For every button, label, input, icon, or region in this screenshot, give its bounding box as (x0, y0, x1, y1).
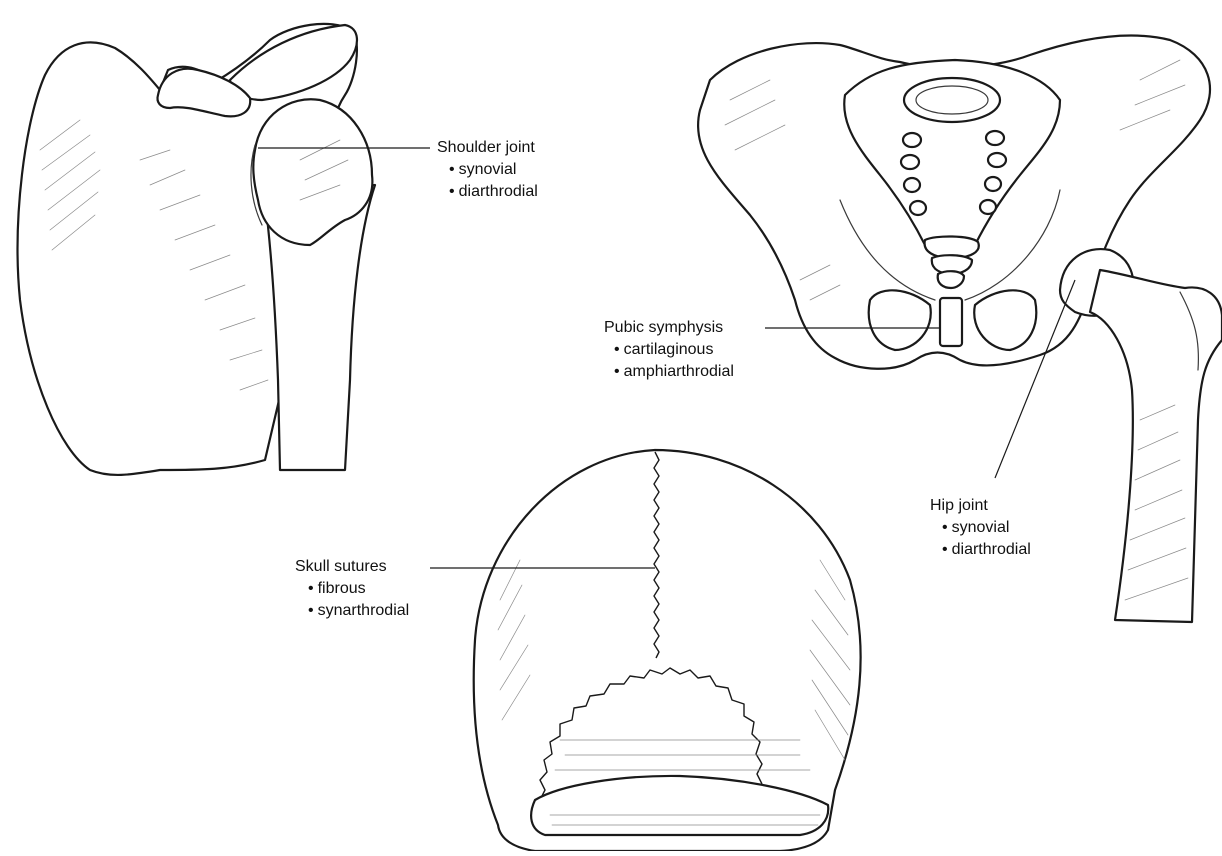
femur (1090, 270, 1222, 622)
shoulder-joint-mobility: diarthrodial (449, 182, 538, 202)
pubic-symphysis-disc (940, 298, 962, 346)
shoulder-illustration (18, 24, 430, 475)
skull-sutures-mobility: synarthrodial (308, 601, 409, 621)
skull-sutures-title: Skull sutures (295, 557, 387, 577)
pubic-symphysis-mobility: amphiarthrodial (614, 362, 734, 382)
pubic-symphysis-type: cartilaginous (614, 340, 713, 360)
hip-joint-title: Hip joint (930, 496, 988, 516)
shoulder-joint-title: Shoulder joint (437, 138, 535, 158)
pubic-symphysis-title: Pubic symphysis (604, 318, 723, 338)
skull-sutures-type: fibrous (308, 579, 366, 599)
sacral-promontory (904, 78, 1000, 122)
skull-illustration (430, 450, 861, 851)
hip-joint-type: synovial (942, 518, 1009, 538)
hip-joint-mobility: diarthrodial (942, 540, 1031, 560)
shoulder-joint-type: synovial (449, 160, 516, 180)
